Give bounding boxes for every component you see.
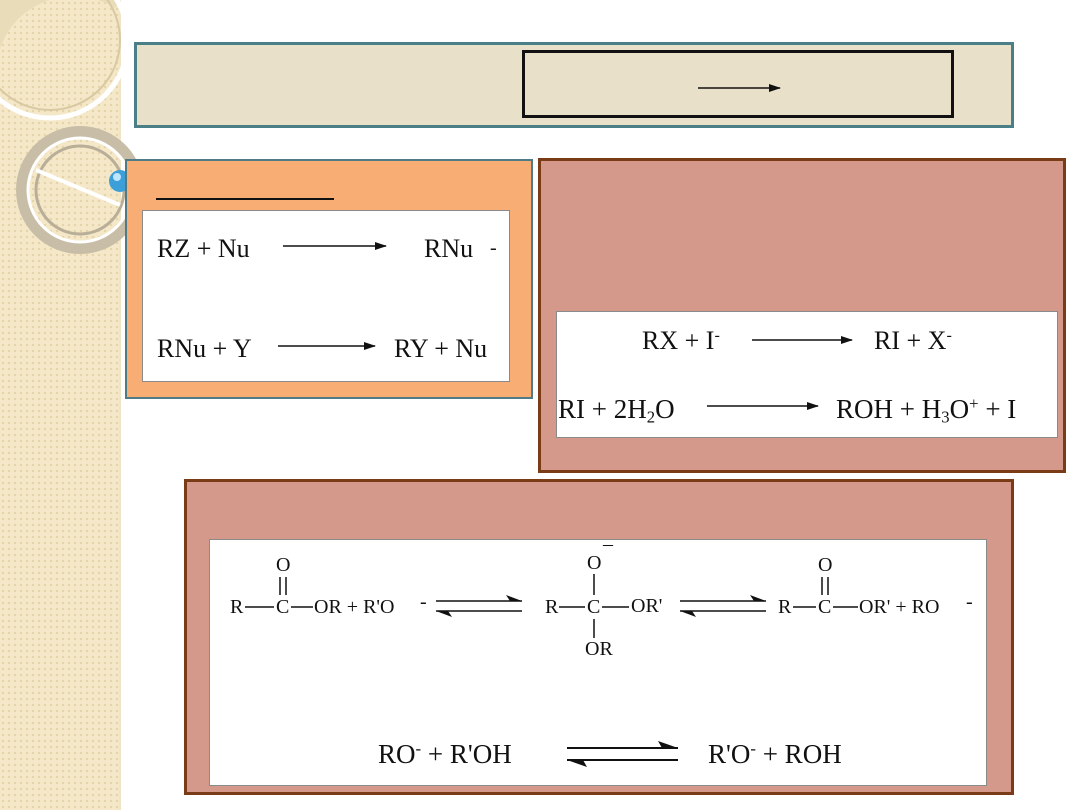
strip-edge: [119, 0, 121, 810]
ester1-bonds: [245, 577, 313, 608]
eq1-product: RNu: [424, 234, 474, 263]
ester2-tail: OR' + RO: [859, 596, 940, 618]
transesterification-equations: [209, 539, 987, 786]
equilibrium-left: RO- + R'OH: [378, 738, 512, 769]
title-inner-frame: [522, 50, 954, 118]
iodide-eq1-reactants: RX + I-: [642, 326, 720, 355]
ester2-r: R: [778, 596, 792, 618]
heading-underline: [156, 198, 334, 200]
intermediate-or-bottom: OR: [585, 638, 613, 660]
iodide-eq2-products: ROH + H3O+ + I: [836, 393, 1017, 427]
equilibrium-arrow-3: [567, 741, 678, 767]
ester1-tail: OR + R'O: [314, 596, 395, 618]
eq1-charge: -: [490, 237, 497, 259]
equilibrium-arrow-1: [436, 595, 522, 617]
equilibrium-arrow-2: [680, 595, 766, 617]
eq2-products: RY + Nu: [394, 334, 488, 363]
ester2-bonds: [793, 577, 858, 608]
ester1-o-top: O: [276, 554, 291, 576]
ester2-c: C: [818, 596, 832, 618]
ester1-c: C: [276, 596, 290, 618]
equilibrium-right: R'O- + ROH: [708, 738, 842, 769]
title-banner: [134, 42, 1014, 128]
ester1-charge: -: [420, 591, 427, 613]
eq2-reactants: RNu + Y: [157, 334, 252, 363]
intermediate-o-top: O: [587, 552, 602, 574]
iodide-eq2-reactants: RI + 2H2O: [558, 394, 675, 427]
ester2-o-top: O: [818, 554, 833, 576]
intermediate-o-charge: –: [603, 533, 613, 555]
intermediate-or-prime: OR': [631, 595, 663, 617]
iodide-equations: [556, 311, 1058, 438]
ester2-charge: -: [966, 591, 973, 613]
iodide-eq1-products: RI + X-: [874, 326, 952, 355]
intermediate-r: R: [545, 596, 559, 618]
ester1-r: R: [230, 596, 244, 618]
intermediate-c: C: [587, 596, 601, 618]
eq1-reactants: RZ + Nu: [157, 234, 250, 263]
intermediate-bonds: [559, 574, 629, 638]
mechanism-equations: [142, 210, 510, 382]
